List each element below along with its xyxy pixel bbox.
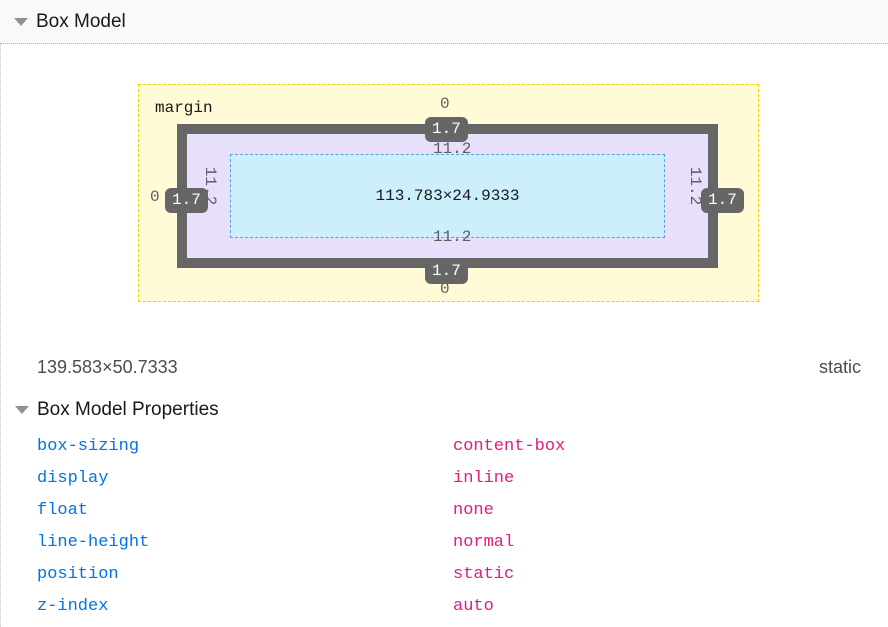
- box-model-panel-header[interactable]: Box Model: [0, 0, 888, 44]
- table-row[interactable]: display inline: [1, 462, 888, 494]
- property-value[interactable]: normal: [453, 532, 515, 552]
- table-row[interactable]: position static: [1, 558, 888, 590]
- content-size-label: 113.783×24.9333: [375, 187, 520, 205]
- property-name: box-sizing: [37, 436, 140, 456]
- margin-layer-label: margin: [155, 99, 213, 117]
- element-dimensions: 139.583×50.7333: [37, 357, 178, 377]
- box-model-properties-list: box-sizing content-box display inline fl…: [1, 430, 888, 622]
- table-row[interactable]: line-height normal: [1, 526, 888, 558]
- table-row[interactable]: z-index auto: [1, 590, 888, 622]
- box-model-panel-body: margin 0 0 0 0 border padding 113.783×24…: [0, 44, 888, 627]
- padding-box[interactable]: padding 113.783×24.9333 11.2 11.2 11.2 1…: [187, 134, 708, 258]
- property-value[interactable]: auto: [453, 596, 494, 616]
- content-box[interactable]: 113.783×24.9333: [230, 154, 665, 238]
- table-row[interactable]: float none: [1, 494, 888, 526]
- border-left-value[interactable]: 1.7: [165, 188, 208, 213]
- property-name: float: [37, 500, 89, 520]
- property-value[interactable]: content-box: [453, 436, 566, 456]
- border-top-value[interactable]: 1.7: [425, 117, 468, 142]
- border-box[interactable]: border padding 113.783×24.9333 11.2 11.2…: [177, 124, 718, 268]
- padding-bottom-value[interactable]: 11.2: [433, 228, 472, 246]
- property-value[interactable]: inline: [453, 468, 515, 488]
- border-bottom-value[interactable]: 1.7: [425, 259, 468, 284]
- table-row[interactable]: box-sizing content-box: [1, 430, 888, 462]
- triangle-down-icon[interactable]: [15, 406, 29, 414]
- summary-row: 139.583×50.7333 static: [1, 349, 888, 389]
- element-position: static: [818, 357, 861, 377]
- property-name: display: [37, 468, 109, 488]
- padding-top-value[interactable]: 11.2: [433, 140, 472, 158]
- margin-left-value[interactable]: 0: [150, 188, 160, 206]
- property-name: z-index: [37, 596, 109, 616]
- properties-section-title: Box Model Properties: [37, 399, 219, 420]
- property-name: position: [37, 564, 119, 584]
- page-title: Box Model: [36, 10, 126, 32]
- property-value[interactable]: static: [453, 564, 515, 584]
- border-right-value[interactable]: 1.7: [701, 188, 744, 213]
- property-name: line-height: [37, 532, 150, 552]
- box-model-properties-header[interactable]: Box Model Properties: [1, 394, 888, 426]
- margin-box[interactable]: margin 0 0 0 0 border padding 113.783×24…: [138, 84, 759, 302]
- box-model-diagram: margin 0 0 0 0 border padding 113.783×24…: [1, 44, 888, 324]
- margin-top-value[interactable]: 0: [440, 95, 450, 113]
- triangle-down-icon[interactable]: [14, 17, 28, 26]
- property-value[interactable]: none: [453, 500, 494, 520]
- margin-bottom-value[interactable]: 0: [440, 280, 450, 298]
